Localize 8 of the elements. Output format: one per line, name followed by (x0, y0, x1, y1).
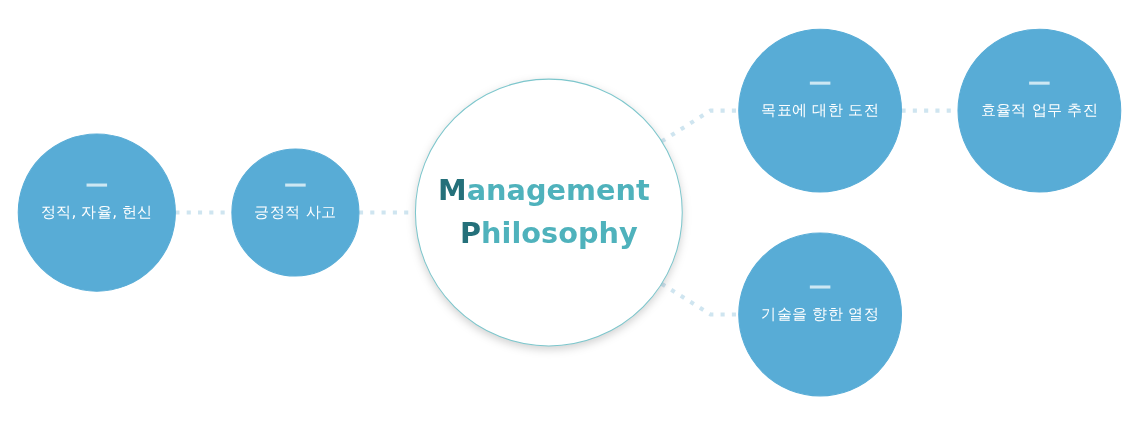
node-circle: 효율적 업무 추진 (957, 28, 1122, 193)
node-circle: 긍정적 사고 (231, 148, 360, 277)
node-circle: Management Philosophy (414, 78, 683, 347)
node-circle: 기술을 향한 열정 (738, 232, 903, 397)
connector (660, 281, 739, 317)
node-circle: 정직, 자율, 헌신 (17, 133, 176, 292)
connector (660, 108, 739, 144)
node-circle: 목표에 대한 도전 (738, 28, 903, 193)
